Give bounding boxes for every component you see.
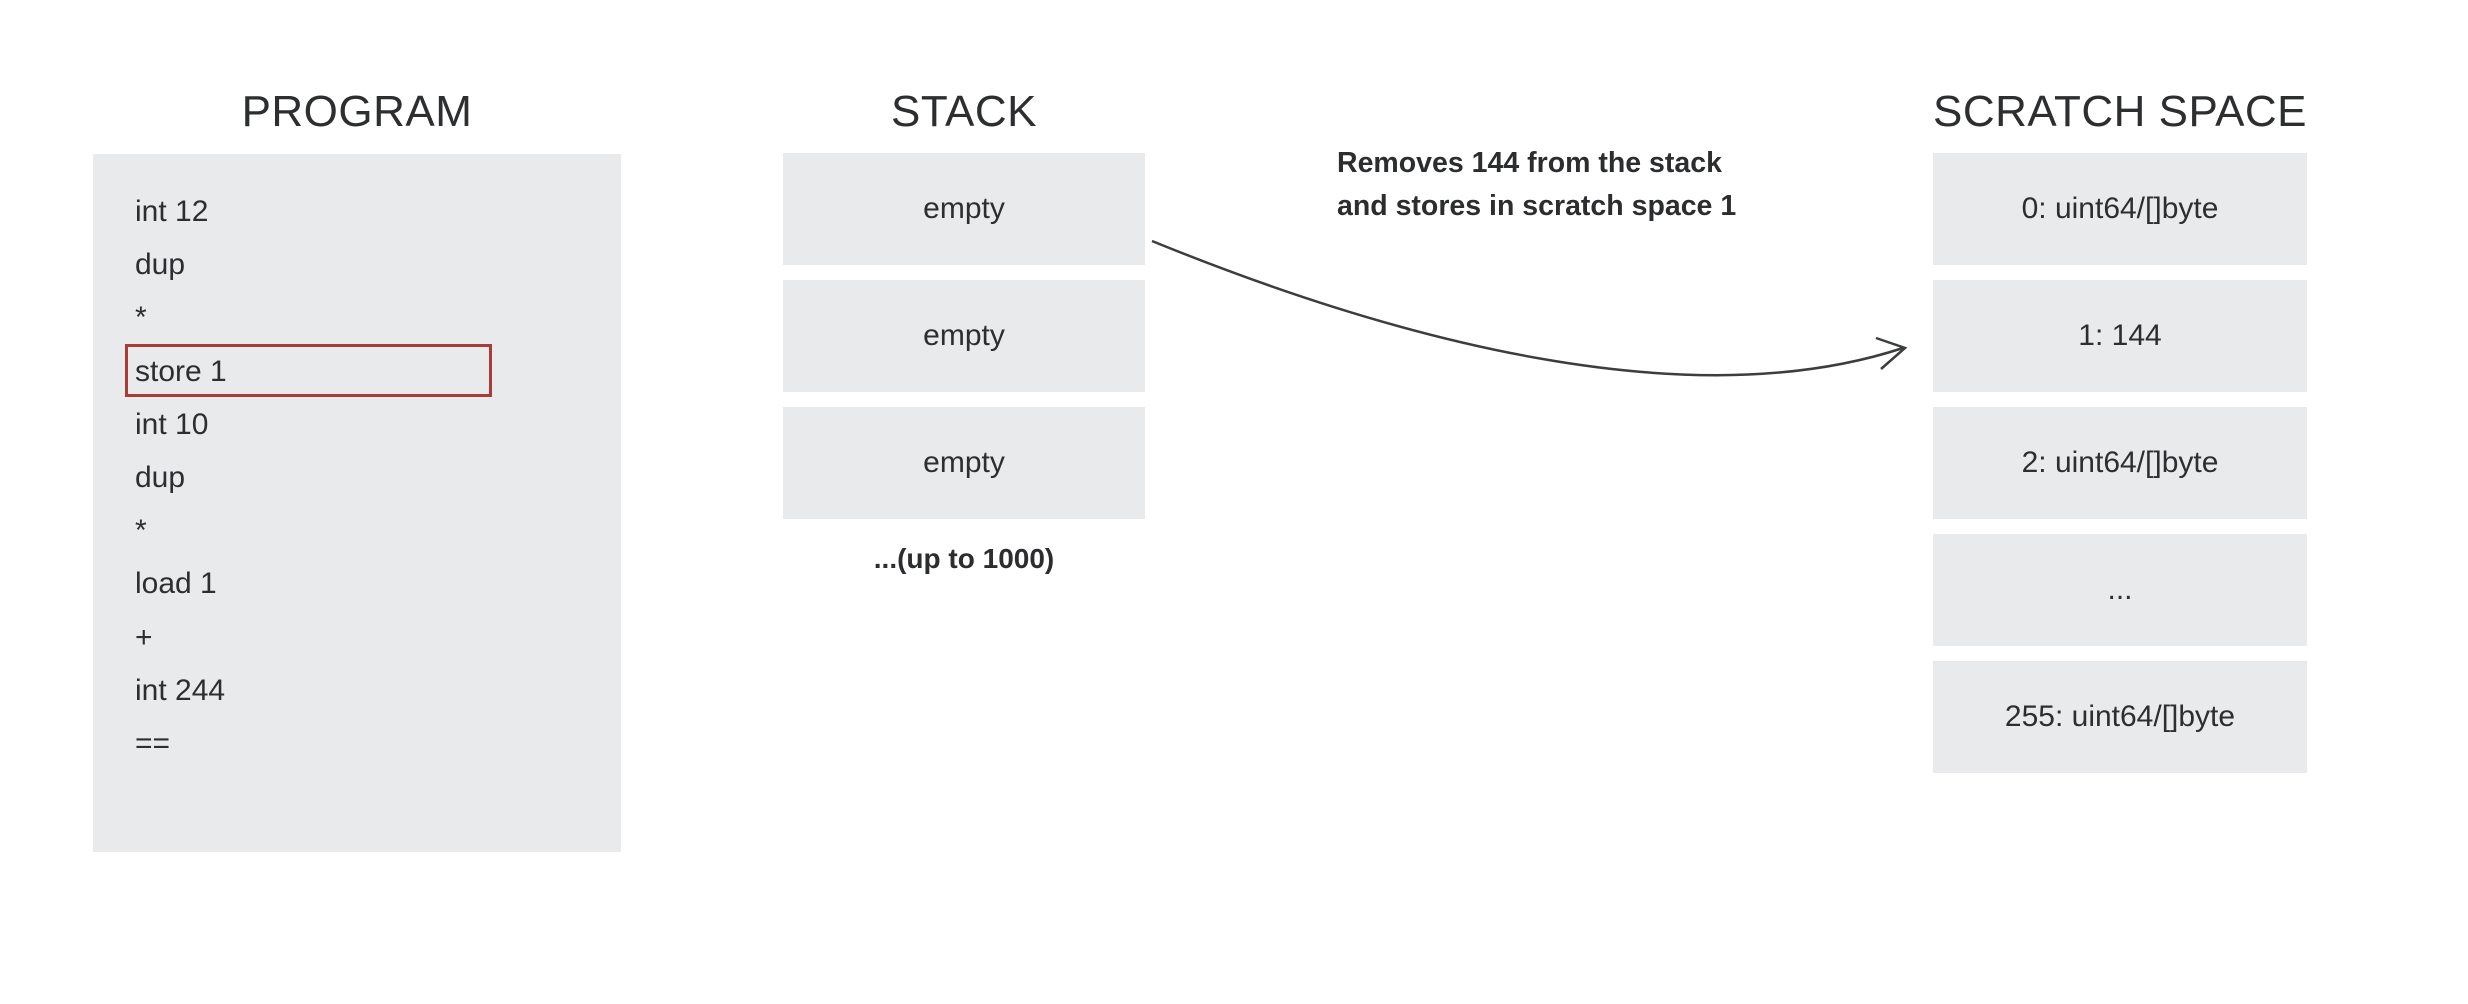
arrow-annotation: Removes 144 from the stack and stores in… [1337,142,1736,228]
scratch-space-title: SCRATCH SPACE [1933,87,2308,136]
program-line: * [135,301,147,335]
arrow-curve [1151,239,1904,377]
scratch-slot-1: 1: 144 [1933,280,2307,392]
program-line: * [135,514,147,548]
program-line: int 10 [135,407,209,441]
program-line-highlighted: store 1 [135,354,227,388]
program-line: == [135,727,171,761]
program-line: dup [135,461,186,495]
scratch-slot-0: 0: uint64/[]byte [1933,153,2307,265]
annotation-line-2: and stores in scratch space 1 [1337,190,1737,222]
arrow-head-icon [1875,336,1908,370]
program-box: int 12 dup * store 1 int 10 dup * load 1… [93,154,621,852]
scratch-slot-ellipsis: ... [1933,534,2307,646]
scratch-slot-255: 255: uint64/[]byte [1933,661,2307,773]
program-line: int 12 [135,195,209,228]
current-instruction-highlight [125,344,492,397]
program-line: + [135,620,153,654]
program-line: load 1 [135,567,217,601]
annotation-line-1: Removes 144 from the stack [1337,147,1722,179]
stack-slot-0: empty [783,153,1145,265]
stack-title: STACK [891,87,1037,136]
stack-slot-2: empty [783,407,1145,519]
stack-capacity-note: ...(up to 1000) [873,543,1055,574]
program-line: dup [135,248,186,282]
scratch-slot-2: 2: uint64/[]byte [1933,407,2307,519]
stack-slot-1: empty [783,280,1145,392]
program-line: int 244 [135,673,226,707]
program-title: PROGRAM [241,87,473,136]
